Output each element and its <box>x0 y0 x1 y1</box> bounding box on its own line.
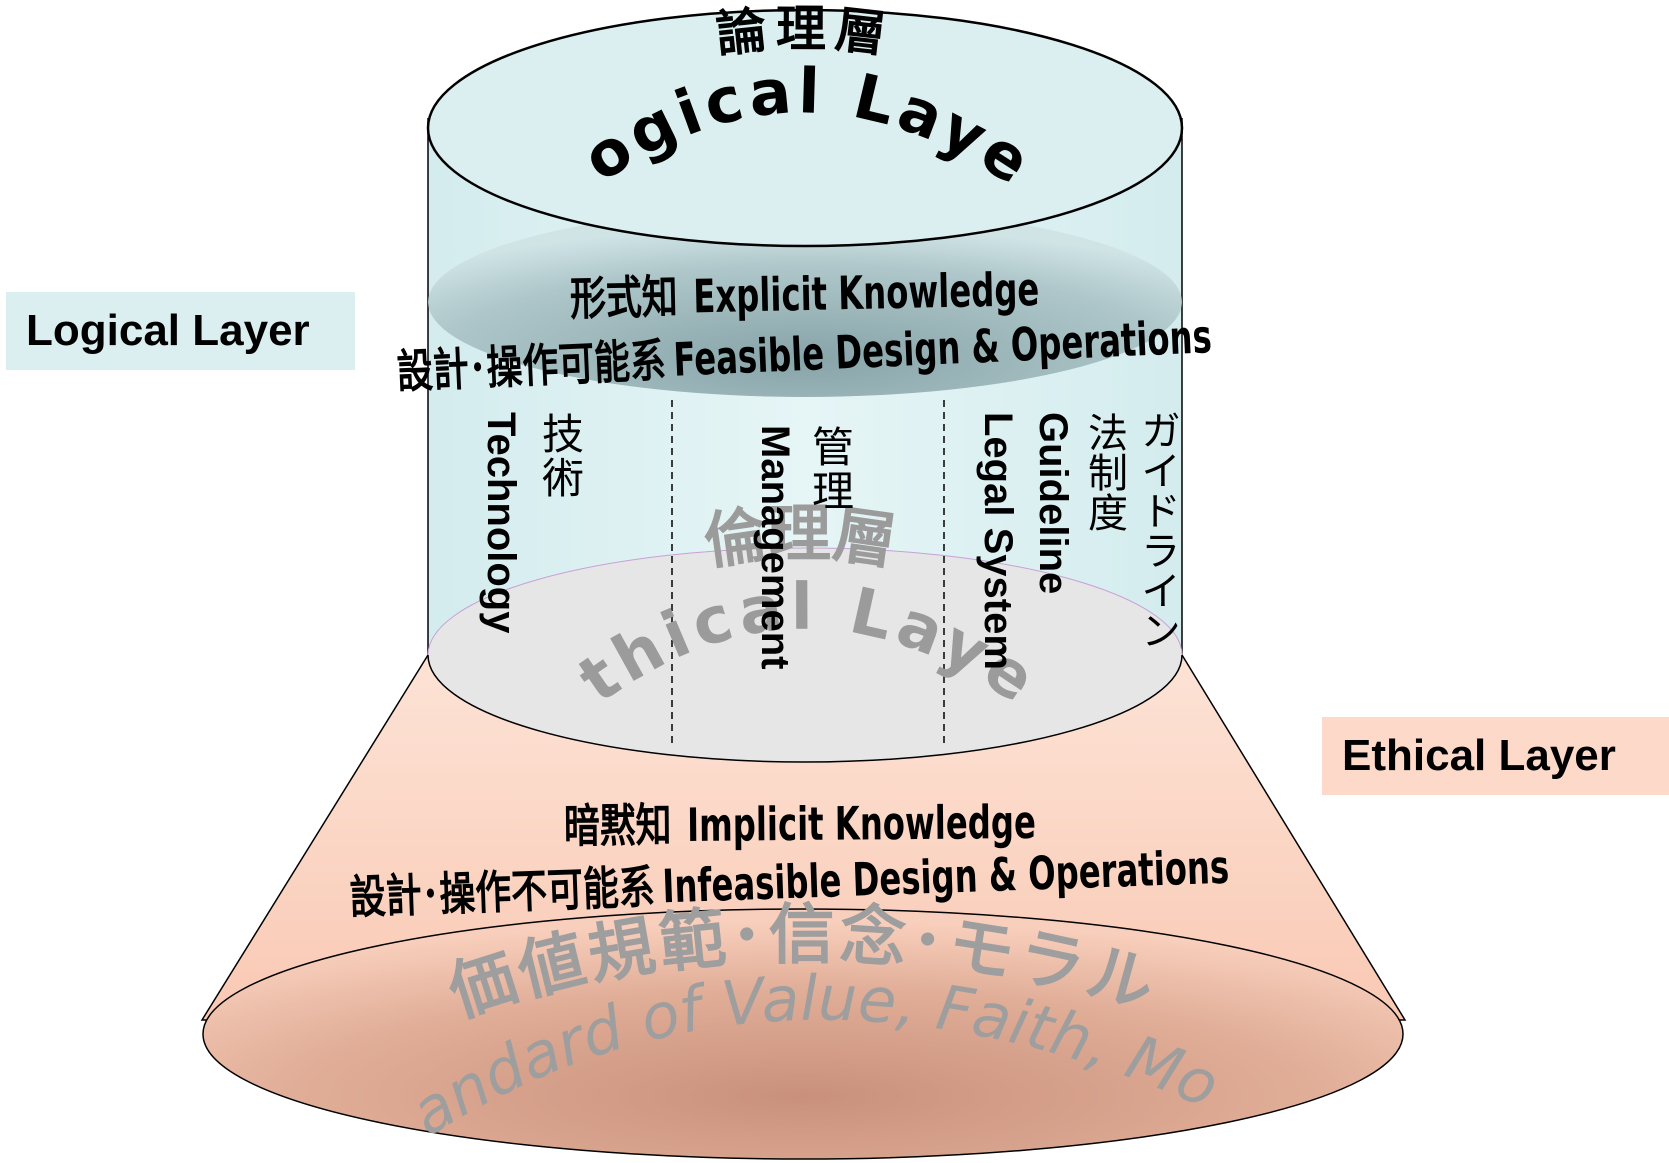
column-management-jp: 管理 <box>806 425 855 513</box>
column-legal-jp: 法制度 <box>1081 412 1127 532</box>
column-technology-jp: 技術 <box>536 412 585 500</box>
column-legal-en: Legal System <box>976 412 1020 670</box>
logical-top-cap <box>426 8 1184 248</box>
column-technology-en: Technology <box>479 412 523 634</box>
column-management-en: Management <box>753 425 797 670</box>
column-guideline-en: Guideline <box>1031 412 1075 594</box>
ethical-disc-jp: 倫理層 <box>699 497 900 579</box>
ethical-layer-label: Ethical Layer <box>1322 717 1669 795</box>
column-guideline-jp: ガイドライン <box>1134 410 1180 650</box>
ethical-base-ellipse <box>202 908 1404 1160</box>
top-cap-jp: 論理層 <box>713 0 896 65</box>
logical-layer-label: Logical Layer <box>6 292 355 370</box>
explicit-knowledge-disc <box>428 207 1182 397</box>
